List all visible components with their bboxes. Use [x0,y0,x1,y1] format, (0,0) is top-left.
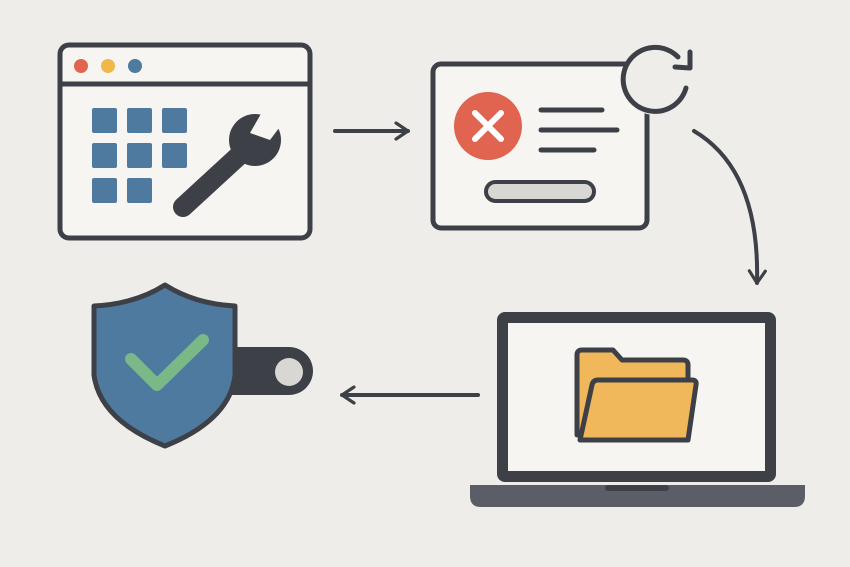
window-dot-yellow [101,59,115,73]
refresh-icon [620,44,693,115]
error-dialog-icon [430,61,650,231]
wrench-icon [173,112,285,217]
shield-check-icon [91,282,238,449]
browser-window-icon [57,42,313,241]
window-dot-red [74,59,88,73]
arrow-curved-down-icon [692,129,767,285]
window-dot-blue [128,59,142,73]
app-grid-icon [92,108,187,203]
usb-key-icon [225,347,313,395]
dialog-button [484,180,596,203]
folder-icon [574,347,699,443]
